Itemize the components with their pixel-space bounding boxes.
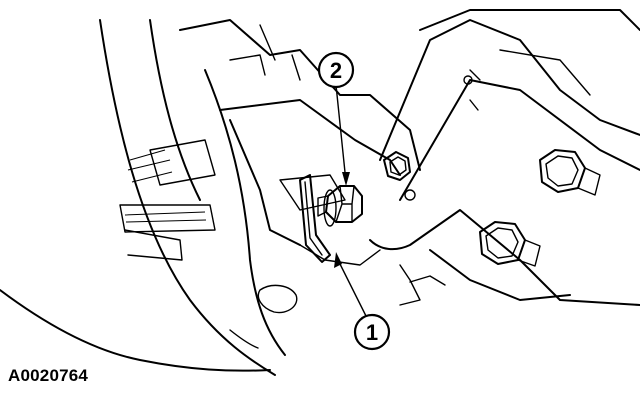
bolt-head [317,185,363,223]
mounting-bracket [179,19,421,266]
small-nut [383,151,411,181]
callout-leaders [334,84,367,317]
callout-1: 1 [353,313,391,351]
hex-bolt-lower [479,221,541,267]
arrow-head-2 [342,172,350,186]
left-body-panel [0,19,298,376]
callout-1-label: 1 [366,320,378,345]
hex-bolt-upper [539,149,601,196]
figure-id-label: A0020764 [8,366,89,385]
subframe-rail [369,9,640,306]
arrow-head-1 [334,252,342,268]
callout-2-label: 2 [330,58,342,83]
fastener-assembly [299,174,363,263]
callout-2: 2 [317,51,355,89]
